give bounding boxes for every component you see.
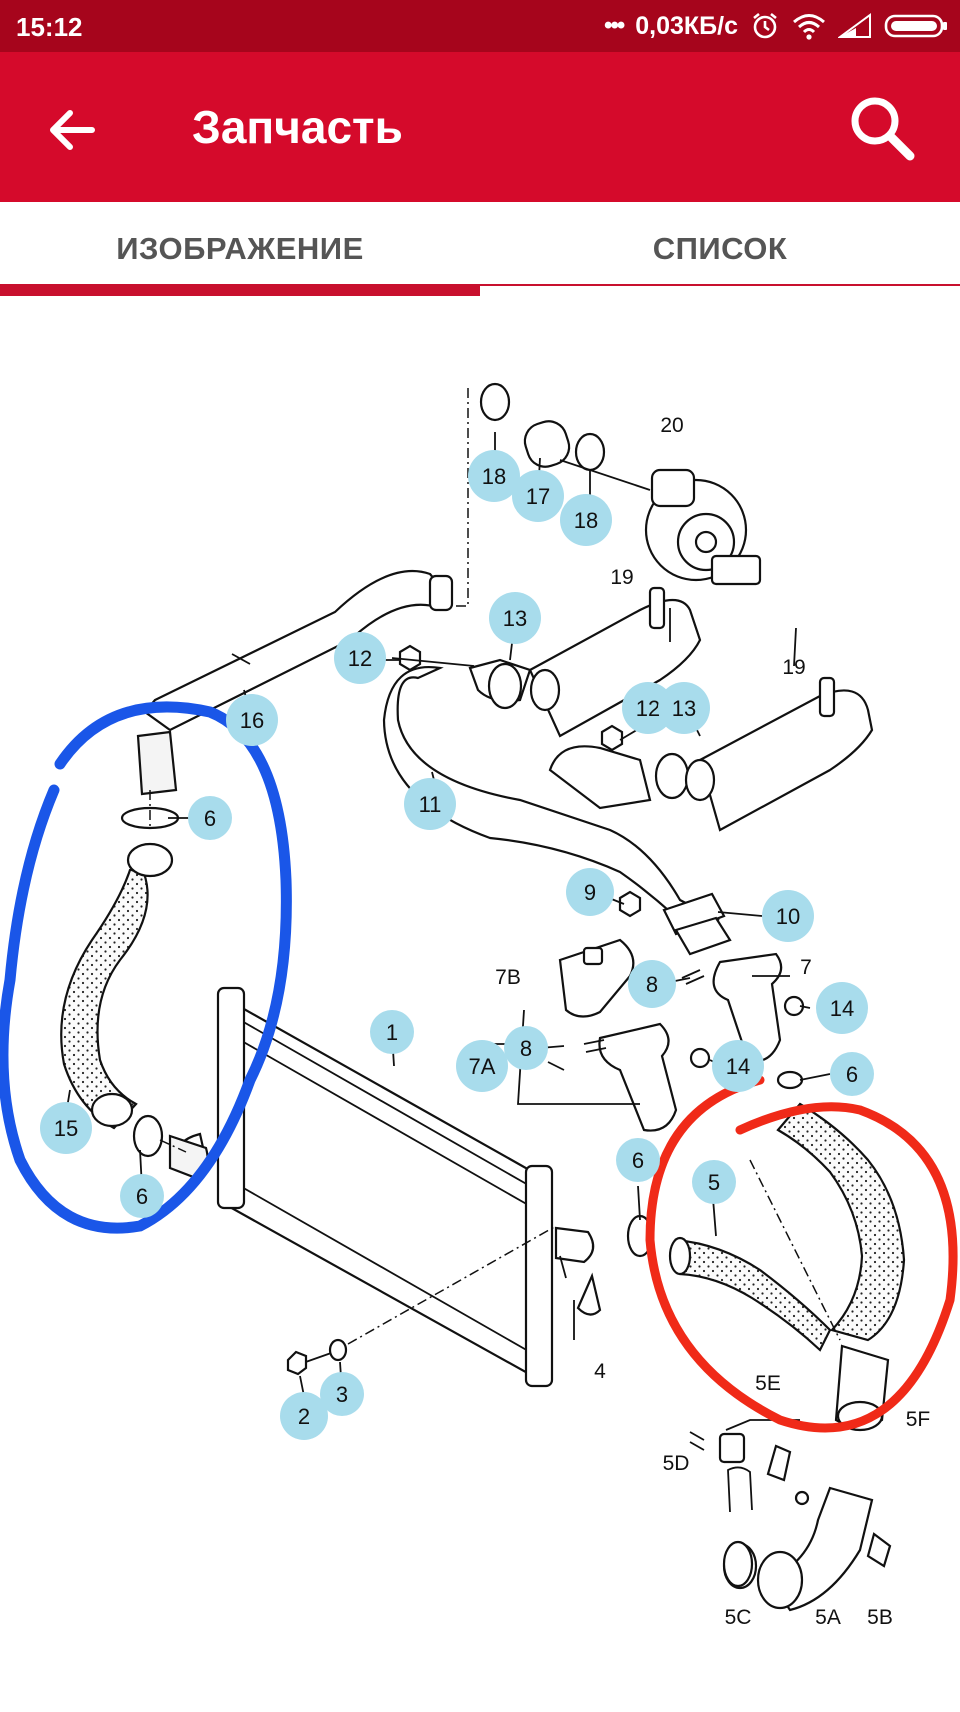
label-4: 4 bbox=[594, 1360, 606, 1383]
callout-15[interactable]: 15 bbox=[40, 1102, 92, 1154]
callout-2[interactable]: 2 bbox=[280, 1392, 328, 1440]
diagram-canvas bbox=[0, 382, 958, 1612]
svg-text:13: 13 bbox=[672, 696, 696, 721]
radiator bbox=[174, 986, 602, 1388]
callout-14b[interactable]: 14 bbox=[712, 1040, 764, 1092]
arrow-left-icon[interactable] bbox=[42, 100, 102, 160]
tab-image[interactable]: ИЗОБРАЖЕНИЕ bbox=[116, 231, 364, 266]
svg-text:14: 14 bbox=[830, 996, 854, 1021]
callout-9[interactable]: 9 bbox=[566, 868, 614, 916]
svg-text:8: 8 bbox=[646, 972, 658, 997]
callout-8b[interactable]: 8 bbox=[504, 1026, 548, 1070]
red-marker bbox=[645, 1075, 958, 1433]
svg-text:7A: 7A bbox=[469, 1054, 496, 1079]
callout-12a[interactable]: 12 bbox=[334, 632, 386, 684]
svg-text:14: 14 bbox=[726, 1054, 750, 1079]
callout-12b[interactable]: 12 bbox=[622, 682, 674, 734]
callout-8a[interactable]: 8 bbox=[628, 960, 676, 1008]
svg-text:17: 17 bbox=[526, 484, 550, 509]
label-19b: 19 bbox=[782, 656, 805, 679]
callout-13a[interactable]: 13 bbox=[489, 592, 541, 644]
svg-text:18: 18 bbox=[574, 508, 598, 533]
callout-6b[interactable]: 6 bbox=[830, 1052, 874, 1096]
page-title: Запчасть bbox=[192, 101, 403, 153]
callout-1[interactable]: 1 bbox=[370, 1010, 414, 1054]
svg-text:6: 6 bbox=[204, 806, 216, 831]
signal-icon bbox=[838, 13, 871, 38]
label-5f: 5F bbox=[906, 1408, 931, 1431]
callout-18a[interactable]: 18 bbox=[468, 450, 520, 502]
app-bar: Запчасть bbox=[0, 52, 960, 202]
callout-14a[interactable]: 14 bbox=[816, 982, 868, 1034]
status-right: ••• 0,03КБ/с bbox=[604, 8, 950, 44]
label-5d: 5D bbox=[663, 1452, 690, 1475]
label-5a: 5A bbox=[815, 1606, 841, 1629]
status-time: 15:12 bbox=[16, 12, 83, 42]
search-icon[interactable] bbox=[846, 92, 918, 164]
alarm-icon bbox=[753, 12, 777, 39]
callout-13b[interactable]: 13 bbox=[658, 682, 710, 734]
label-7b: 7B bbox=[495, 966, 521, 989]
callout-6a[interactable]: 6 bbox=[188, 796, 232, 840]
svg-text:13: 13 bbox=[503, 606, 527, 631]
svg-text:9: 9 bbox=[584, 880, 596, 905]
tab-indicator bbox=[0, 284, 480, 296]
wifi-icon bbox=[793, 14, 825, 40]
svg-text:12: 12 bbox=[348, 646, 372, 671]
tab-bar: ИЗОБРАЖЕНИЕ СПИСОК bbox=[0, 202, 960, 296]
battery-icon bbox=[884, 14, 947, 38]
callout-5[interactable]: 5 bbox=[692, 1160, 736, 1204]
intake-manifold-lower bbox=[548, 676, 874, 832]
svg-text:6: 6 bbox=[136, 1184, 148, 1209]
label-19a: 19 bbox=[610, 566, 633, 589]
label-5e: 5E bbox=[755, 1372, 781, 1395]
svg-text:6: 6 bbox=[846, 1062, 858, 1087]
svg-text:2: 2 bbox=[298, 1404, 310, 1429]
svg-text:10: 10 bbox=[776, 904, 800, 929]
svg-text:1: 1 bbox=[386, 1020, 398, 1045]
svg-text:18: 18 bbox=[482, 464, 506, 489]
callout-11[interactable]: 11 bbox=[404, 778, 456, 830]
svg-text:8: 8 bbox=[520, 1036, 532, 1061]
callout-7a[interactable]: 7A bbox=[456, 1040, 508, 1092]
turbocharger bbox=[644, 468, 762, 586]
svg-text:5: 5 bbox=[708, 1170, 720, 1195]
parts-diagram[interactable]: 20 19 19 7B 7 4 5E 5F 5D 5C 5A 5B 18 17 … bbox=[0, 296, 960, 1707]
callout-6d[interactable]: 6 bbox=[616, 1138, 660, 1182]
label-20: 20 bbox=[660, 414, 683, 437]
status-dots: ••• bbox=[604, 12, 625, 39]
network-speed: 0,03КБ/с bbox=[635, 11, 738, 40]
callout-10[interactable]: 10 bbox=[762, 890, 814, 942]
callout-3[interactable]: 3 bbox=[320, 1372, 364, 1416]
svg-text:15: 15 bbox=[54, 1116, 78, 1141]
svg-text:16: 16 bbox=[240, 708, 264, 733]
callout-6c[interactable]: 6 bbox=[120, 1174, 164, 1218]
svg-text:12: 12 bbox=[636, 696, 660, 721]
svg-text:6: 6 bbox=[632, 1148, 644, 1173]
label-5c: 5C bbox=[725, 1606, 752, 1629]
callout-17[interactable]: 17 bbox=[512, 470, 564, 522]
label-5b: 5B bbox=[867, 1606, 893, 1629]
tab-divider bbox=[0, 284, 960, 286]
diagram-callouts: 18 17 18 13 12 16 12 13 6 11 9 10 8 14 7… bbox=[40, 450, 874, 1440]
diagram-labels: 20 19 19 7B 7 4 5E 5F 5D 5C 5A 5B bbox=[495, 414, 931, 1629]
status-bar: 15:12 ••• 0,03КБ/с bbox=[0, 0, 960, 52]
svg-text:11: 11 bbox=[419, 792, 442, 817]
callout-18b[interactable]: 18 bbox=[560, 494, 612, 546]
tab-list[interactable]: СПИСОК bbox=[652, 231, 788, 266]
label-7: 7 bbox=[800, 956, 812, 979]
callout-16[interactable]: 16 bbox=[226, 694, 278, 746]
svg-text:3: 3 bbox=[336, 1382, 348, 1407]
